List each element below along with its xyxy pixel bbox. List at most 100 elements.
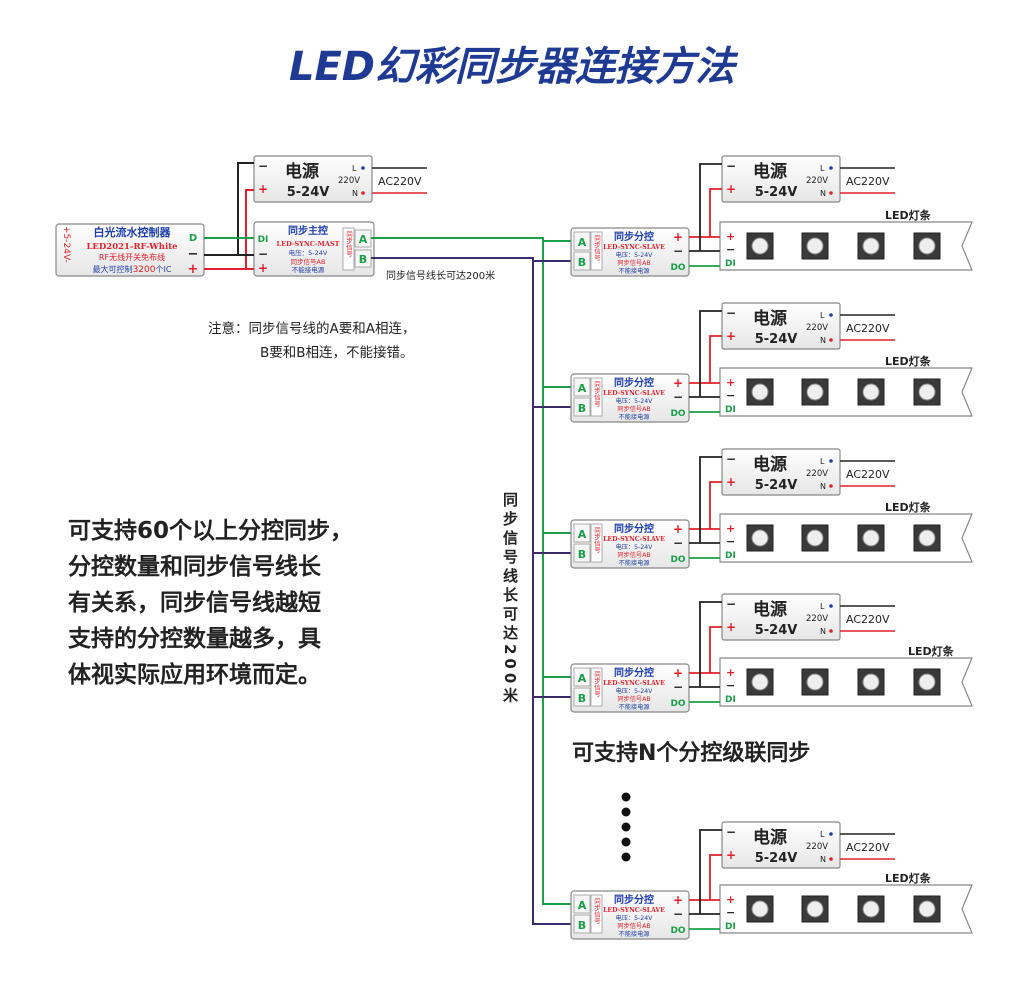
psu-n-dot-2 — [829, 338, 833, 342]
slave-plus-pin-3: + — [673, 522, 683, 536]
support-line-1: 可支持60个以上分控同步， — [68, 517, 353, 544]
psu-plus-1: + — [726, 182, 736, 196]
psu-plus-4: + — [726, 620, 736, 634]
psu-n-dot-master — [361, 191, 365, 195]
slave-side-panel-3 — [590, 523, 603, 563]
controller-line2: 最大可控制3200个IC — [93, 264, 172, 275]
controller-model: LED2021-RF-White — [86, 242, 178, 252]
strip-plus-1: + — [726, 230, 735, 243]
led-dot-3-2 — [806, 529, 824, 547]
led-dot-1-4 — [918, 237, 936, 255]
master-side-panel — [342, 227, 355, 271]
psu-plus-3: + — [726, 475, 736, 489]
slave-note2-3: 不能接电源 — [619, 559, 650, 567]
psu-l-dot-2 — [829, 313, 833, 317]
psu-name-2: 电源 — [753, 308, 787, 329]
slave-minus-pin-5: − — [673, 907, 683, 921]
controller-title: 白光流水控制器 — [94, 225, 172, 239]
strip-plus-3: + — [726, 522, 735, 535]
psu-n-dot-5 — [829, 857, 833, 861]
psu-volt-master: 5-24V — [287, 185, 330, 200]
strip-minus-4: − — [726, 679, 735, 692]
psu-minus-3: − — [726, 452, 736, 466]
controller-side-label: +5-24V- — [61, 226, 71, 263]
strip-label-2: LED灯条 — [885, 354, 932, 368]
strip-di-5: DI — [725, 922, 736, 932]
page-title: LED幻彩同步器连接方法 — [289, 44, 739, 90]
psu-volt-3: 5-24V — [755, 478, 798, 493]
psu-plus-wire-1 — [709, 188, 722, 237]
strip-label-5: LED灯条 — [885, 871, 932, 885]
slave-b-pin-3: B — [578, 548, 586, 561]
psu-n-dot-1 — [829, 191, 833, 195]
led-dot-3-4 — [918, 529, 936, 547]
slave-title-2: 同步分控 — [614, 376, 654, 389]
led-chip-2-1 — [746, 378, 774, 406]
master-di-pin: DI — [258, 235, 269, 245]
psu-name-master: 电源 — [285, 161, 319, 182]
psu-name-3: 电源 — [753, 454, 787, 475]
strip-di-4: DI — [725, 695, 736, 705]
psu-n-4: N — [820, 627, 826, 636]
psu-n-5: N — [820, 855, 826, 864]
slave-minus-pin-4: − — [673, 680, 683, 694]
sync-length-vertical: 同步信号线长可达200米 — [501, 492, 519, 706]
psu-box-5 — [721, 821, 841, 869]
psu-minus-master: − — [258, 159, 268, 173]
slave-note1-5: 同步信号AB — [617, 922, 650, 930]
psu-box-3 — [721, 448, 841, 496]
strip-di-1: DI — [725, 259, 736, 269]
slave-a-pin-2: A — [578, 382, 587, 395]
psu-l-2: L — [820, 311, 825, 320]
strip-plus-4: + — [726, 666, 735, 679]
sync-bus — [371, 237, 574, 925]
strip-label-4: LED灯条 — [908, 644, 955, 658]
psu-n-master: N — [352, 189, 358, 198]
slave-rows: AB同步信号同步分控LED-SYNC-SLAVE电压：5-24V同步信号AB不能… — [570, 155, 973, 940]
slave-a-pin-3: A — [578, 528, 587, 541]
slave-title-5: 同步分控 — [614, 893, 654, 906]
master-model: LED-SYNC-MAST — [277, 240, 340, 248]
psu-l-dot-5 — [829, 832, 833, 836]
controller-minus-pin: − — [188, 247, 199, 262]
slave-do-pin-1: DO — [670, 263, 685, 273]
controller-d-pin: D — [189, 233, 197, 244]
slave-row-3: AB同步信号同步分控LED-SYNC-SLAVE电压：5-24V同步信号AB不能… — [570, 448, 973, 569]
controller-line2c: 个IC — [155, 265, 171, 274]
led-dot-5-3 — [862, 900, 880, 918]
support-text-block: 可支持60个以上分控同步， 分控数量和同步信号线长 有关系，同步信号线越短 支持… — [67, 517, 353, 688]
psu-ac-label-4: AC220V — [846, 613, 890, 626]
slave-plus-pin-5: + — [673, 893, 683, 907]
psu-volt-4: 5-24V — [755, 623, 798, 638]
psu-plus-2: + — [726, 329, 736, 343]
psu-n-1: N — [820, 189, 826, 198]
psu-minus-4: − — [726, 597, 736, 611]
sync-bus-a-line — [371, 237, 574, 905]
strip-di-2: DI — [725, 405, 736, 415]
slave-side-panel-4 — [590, 667, 603, 707]
slave-row-5: AB同步信号同步分控LED-SYNC-SLAVE电压：5-24V同步信号AB不能… — [570, 821, 973, 940]
led-strip-4 — [719, 657, 973, 707]
led-chip-4-3 — [857, 668, 885, 696]
led-dot-4-2 — [806, 673, 824, 691]
slave-plus-pin-1: + — [673, 230, 683, 244]
strip-minus-1: − — [726, 243, 735, 256]
slave-note2-4: 不能接电源 — [619, 703, 650, 711]
psu-minus-2: − — [726, 306, 736, 320]
strip-label-1: LED灯条 — [885, 208, 932, 222]
slave-volt-1: 电压：5-24V — [616, 251, 654, 259]
controller-box — [55, 223, 205, 277]
slave-volt-3: 电压：5-24V — [616, 543, 654, 551]
psu-ac-label-1: AC220V — [846, 175, 890, 188]
slave-side-label-5: 同步信号 — [593, 898, 601, 926]
psu-name-5: 电源 — [753, 827, 787, 848]
led-dot-1-3 — [862, 237, 880, 255]
psu-acin-5: 220V — [806, 842, 828, 852]
slave-minus-pin-1: − — [673, 244, 683, 258]
led-dot-4-3 — [862, 673, 880, 691]
psu-l-3: L — [820, 457, 825, 466]
master-psu-plus-wire — [245, 189, 254, 269]
master-note2: 不能接电源 — [292, 265, 325, 274]
master-b-pin: B — [359, 253, 367, 266]
